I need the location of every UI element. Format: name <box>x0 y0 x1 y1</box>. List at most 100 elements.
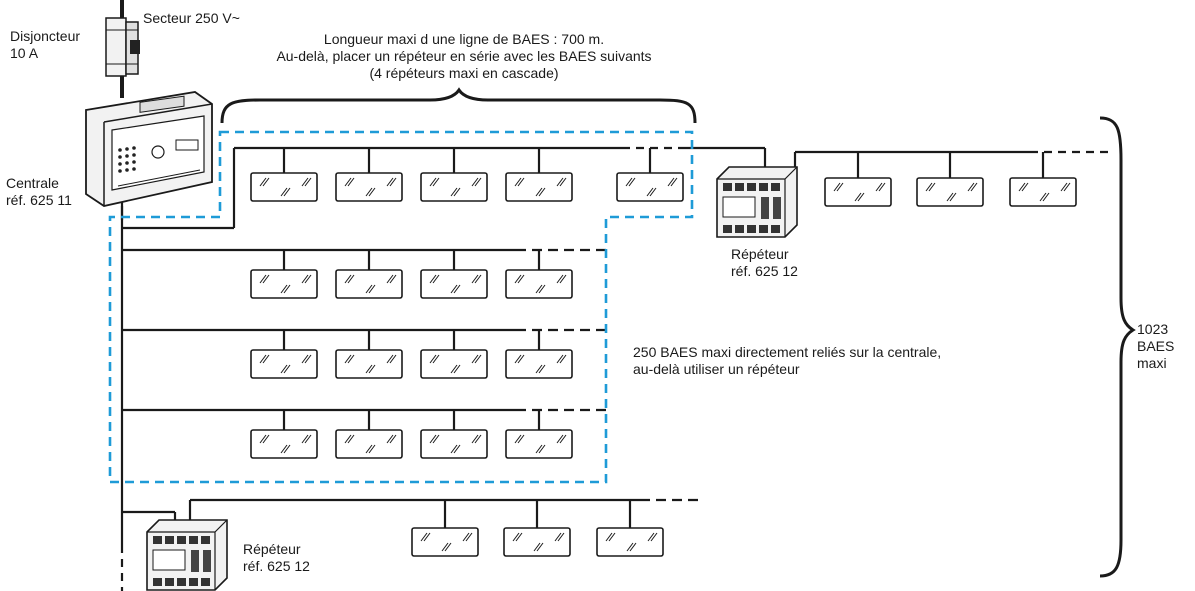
baes-mark <box>857 192 865 202</box>
baes-mark <box>462 532 470 542</box>
repeater-terminal <box>759 225 768 233</box>
baes-mark <box>262 274 270 284</box>
baes-body <box>824 177 892 207</box>
central-front-panel <box>111 115 205 191</box>
baes-body <box>420 429 488 459</box>
baes-unit <box>250 172 318 202</box>
baes-mark <box>429 274 437 284</box>
baes-mark <box>647 532 655 542</box>
baes-mark <box>946 192 954 202</box>
baes-body <box>335 349 403 379</box>
baes-mark <box>514 177 522 187</box>
baes-mark <box>429 354 437 364</box>
repeater-terminal <box>177 578 186 586</box>
baes-mark <box>453 364 461 374</box>
baes-mark <box>554 532 562 542</box>
baes-mark <box>365 187 373 197</box>
baes-mark <box>535 444 543 454</box>
baes-mark <box>557 532 565 542</box>
repeater-top-icon <box>716 166 798 238</box>
repeater-bottom-label-line2: réf. 625 12 <box>243 558 310 574</box>
baes-body <box>335 172 403 202</box>
baes-mark <box>836 182 844 192</box>
line-length-note: Longueur maxi d une ligne de BAES : 700 … <box>238 31 690 82</box>
repeater-terminal <box>189 536 198 544</box>
central-key <box>125 147 129 151</box>
baes-mark <box>1063 182 1071 192</box>
baes-mark <box>283 187 291 197</box>
baes-mark <box>517 274 525 284</box>
repeater-terminal <box>153 536 162 544</box>
baes-body <box>505 429 573 459</box>
baes-mark <box>650 532 658 542</box>
breaker-lever <box>130 40 140 54</box>
baes-mark <box>429 177 437 187</box>
baes-mark <box>347 354 355 364</box>
baes-mark <box>536 542 544 552</box>
baes-mark <box>1021 182 1029 192</box>
repeater-top-label-line1: Répéteur <box>731 246 789 262</box>
baes-mark <box>347 177 355 187</box>
zone-250-baes-outline <box>108 130 694 484</box>
baes-mark <box>1060 182 1068 192</box>
baes-body <box>250 349 318 379</box>
repeater-label-area <box>152 549 186 571</box>
baes-mark <box>389 274 397 284</box>
baes-mark <box>1042 192 1050 202</box>
repeater-edges <box>147 519 228 590</box>
baes-mark <box>474 354 482 364</box>
repeater-terminal <box>747 183 756 191</box>
baes-mark <box>262 354 270 364</box>
baes-mark <box>365 284 373 294</box>
baes-mark <box>556 434 564 444</box>
central-dial <box>151 145 165 159</box>
baes-mark <box>605 532 613 542</box>
repeater-terminal <box>165 578 174 586</box>
baes-mark <box>629 542 637 552</box>
total-max-label-line3: maxi <box>1137 355 1167 371</box>
central-label-line2: réf. 625 11 <box>6 192 72 208</box>
baes-body <box>596 527 664 557</box>
baes-unit <box>420 429 488 459</box>
baes-body <box>411 527 479 557</box>
baes-unit <box>505 269 573 299</box>
baes-mark <box>301 274 309 284</box>
central-slot <box>117 169 201 187</box>
baes-mark <box>368 364 376 374</box>
baes-unit <box>411 527 479 557</box>
baes-mark <box>368 187 376 197</box>
baes-mark <box>450 444 458 454</box>
repeater-terminal <box>189 578 198 586</box>
baes-body <box>505 172 573 202</box>
baes-mark <box>368 284 376 294</box>
central-key <box>132 153 136 157</box>
baes-mark <box>432 354 440 364</box>
baes-mark <box>301 434 309 444</box>
baes-mark <box>432 434 440 444</box>
max-250-note-line1: 250 BAES maxi directement reliés sur la … <box>633 344 942 360</box>
baes-mark <box>450 284 458 294</box>
baes-mark <box>670 177 678 187</box>
baes-body <box>250 172 318 202</box>
baes-mark <box>283 284 291 294</box>
line-length-note-line3: (4 répéteurs maxi en cascade) <box>369 65 559 81</box>
breaker-label-line1: Disjoncteur <box>10 28 81 44</box>
baes-mark <box>423 532 431 542</box>
baes-mark <box>386 354 394 364</box>
repeater-top-label: Répéteur réf. 625 12 <box>731 246 798 280</box>
baes-unit <box>335 172 403 202</box>
repeater-switch <box>773 197 781 219</box>
baes-mark <box>432 274 440 284</box>
repeater-terminal <box>165 536 174 544</box>
baes-mark <box>386 177 394 187</box>
baes-mark <box>625 177 633 187</box>
baes-mark <box>967 182 975 192</box>
max-250-note-line2: au-delà utiliser un répéteur <box>633 361 800 377</box>
repeater-terminal <box>771 183 780 191</box>
repeater-terminal <box>735 183 744 191</box>
baes-mark <box>471 274 479 284</box>
baes-mark <box>474 274 482 284</box>
central-key <box>132 167 136 171</box>
baes-mark <box>949 192 957 202</box>
